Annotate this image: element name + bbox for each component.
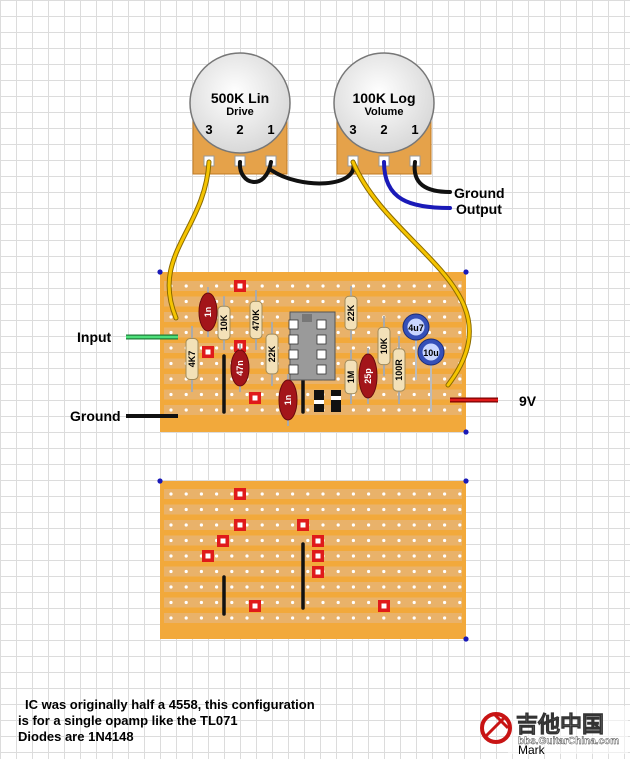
copper-strip — [164, 613, 462, 623]
note-line-2: is for a single opamp like the TL071 — [18, 713, 238, 728]
resistor: 22K — [344, 286, 358, 340]
resistor: 10K — [217, 296, 231, 350]
copper-strip — [164, 405, 462, 415]
capacitor-label: 1n — [203, 307, 213, 318]
electrolytic-4u7-label: 4u7 — [408, 323, 424, 333]
drive-pin-3: 3 — [205, 122, 212, 137]
resistor-label: 10K — [219, 314, 229, 331]
wire-links — [222, 354, 305, 616]
film-capacitor: 1n — [198, 287, 218, 337]
resistor-label: 22K — [346, 304, 356, 321]
watermark-corner-text: Mark — [518, 743, 546, 754]
board-corner-dots — [157, 269, 469, 642]
copper-strip — [164, 296, 462, 307]
resistor-label: 4K7 — [187, 351, 197, 368]
film-capacitor: 1n — [278, 374, 298, 426]
input-label: Input — [77, 329, 112, 345]
electrolytic-10u-label: 10u — [423, 348, 439, 358]
note-line-3: Diodes are 1N4148 — [18, 729, 134, 744]
capacitor-label: 47n — [235, 360, 245, 376]
capacitors: 1n 47n 1n 25p — [198, 287, 378, 426]
film-capacitor: 25p — [358, 348, 378, 404]
resistor: 10K — [377, 316, 391, 376]
resistor: 22K — [265, 322, 279, 386]
volume-pin-3: 3 — [349, 122, 356, 137]
pot-wires — [166, 159, 472, 388]
build-notes: IC was originally half a 4558, this conf… — [18, 697, 315, 745]
resistor-label: 470K — [251, 309, 261, 331]
io-wires — [126, 334, 498, 418]
copper-strip — [164, 281, 462, 291]
resistor-label: 1M — [346, 371, 356, 384]
diode-1 — [314, 390, 324, 412]
resistor-label: 10K — [379, 337, 389, 354]
capacitor-label: 1n — [283, 395, 293, 406]
copper-strip — [164, 582, 462, 592]
drive-pot-value: 500K Lin — [211, 90, 269, 106]
copper-strip — [164, 389, 462, 400]
output-label: Output — [456, 201, 502, 217]
note-line-1: IC was originally half a 4558, this conf… — [25, 697, 315, 712]
resistor: 100R — [392, 336, 406, 404]
volume-pin-1: 1 — [411, 122, 418, 137]
resistor: 470K — [249, 290, 263, 350]
ground-label-top: Ground — [454, 185, 505, 201]
resistor-label: 100R — [394, 359, 404, 381]
copper-strip — [164, 520, 462, 530]
resistors: 4K7 10K 470K 22K 22K 10K 100R 1M — [185, 286, 406, 404]
resistor-label: 22K — [267, 345, 277, 362]
supply-label: 9V — [519, 393, 537, 409]
resistor: 1M — [344, 350, 358, 404]
drive-pin-1: 1 — [267, 122, 274, 137]
diode-2 — [331, 390, 341, 412]
capacitor-label: 25p — [363, 368, 373, 384]
ground-label-left: Ground — [70, 408, 121, 424]
watermark-main-text: 吉他中国 — [516, 712, 604, 738]
drive-pot-name: Drive — [226, 106, 254, 118]
drive-pin-2: 2 — [236, 122, 243, 137]
watermark-logo: 吉他中国 bbs.GuitarChina.com Mark — [480, 706, 628, 757]
drive-pot: 500K Lin Drive 3 2 1 — [189, 52, 291, 175]
copper-strip — [164, 597, 462, 608]
resistor: 4K7 — [185, 326, 199, 392]
volume-pin-2: 2 — [380, 122, 387, 137]
copper-strip — [164, 489, 462, 499]
volume-pot-value: 100K Log — [352, 90, 415, 106]
electrolytic-4u7: 4u7 — [402, 313, 430, 380]
watermark-url-text: bbs.GuitarChina.com — [518, 736, 619, 747]
opamp-ic — [288, 311, 336, 381]
volume-pot-name: Volume — [365, 106, 404, 118]
track-cuts — [202, 280, 390, 612]
watermark: 吉他中国 bbs.GuitarChina.com Mark — [478, 706, 628, 757]
film-capacitor: 47n — [230, 344, 250, 392]
volume-pot: 100K Log Volume 3 2 1 — [333, 52, 435, 175]
copper-strip — [164, 504, 462, 515]
electrolytic-10u: 10u — [417, 338, 445, 412]
